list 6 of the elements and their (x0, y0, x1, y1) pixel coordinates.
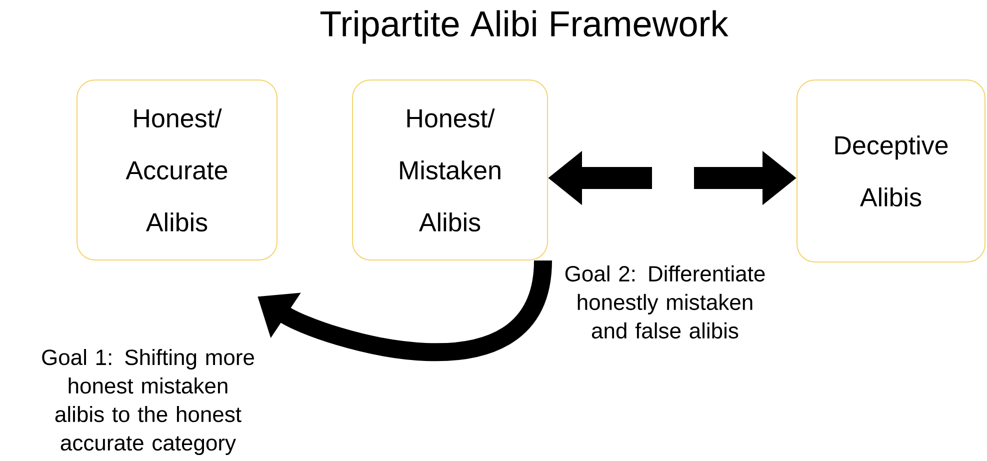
title: Tripartite Alibi Framework (320, 10, 728, 44)
alibi-box: Honest/ Mistaken Alibis (352, 80, 548, 260)
goal-label: Goal 2: Differentiate honestly mistaken and false alibis (565, 265, 765, 339)
alibi-box: Deceptive Alibis (796, 80, 986, 262)
edge-label: Goal 1: Shifting more honest mistaken alibis to the honest accurate category (42, 348, 254, 455)
alibi-box: Honest/ Accurate Alibis (76, 80, 278, 260)
